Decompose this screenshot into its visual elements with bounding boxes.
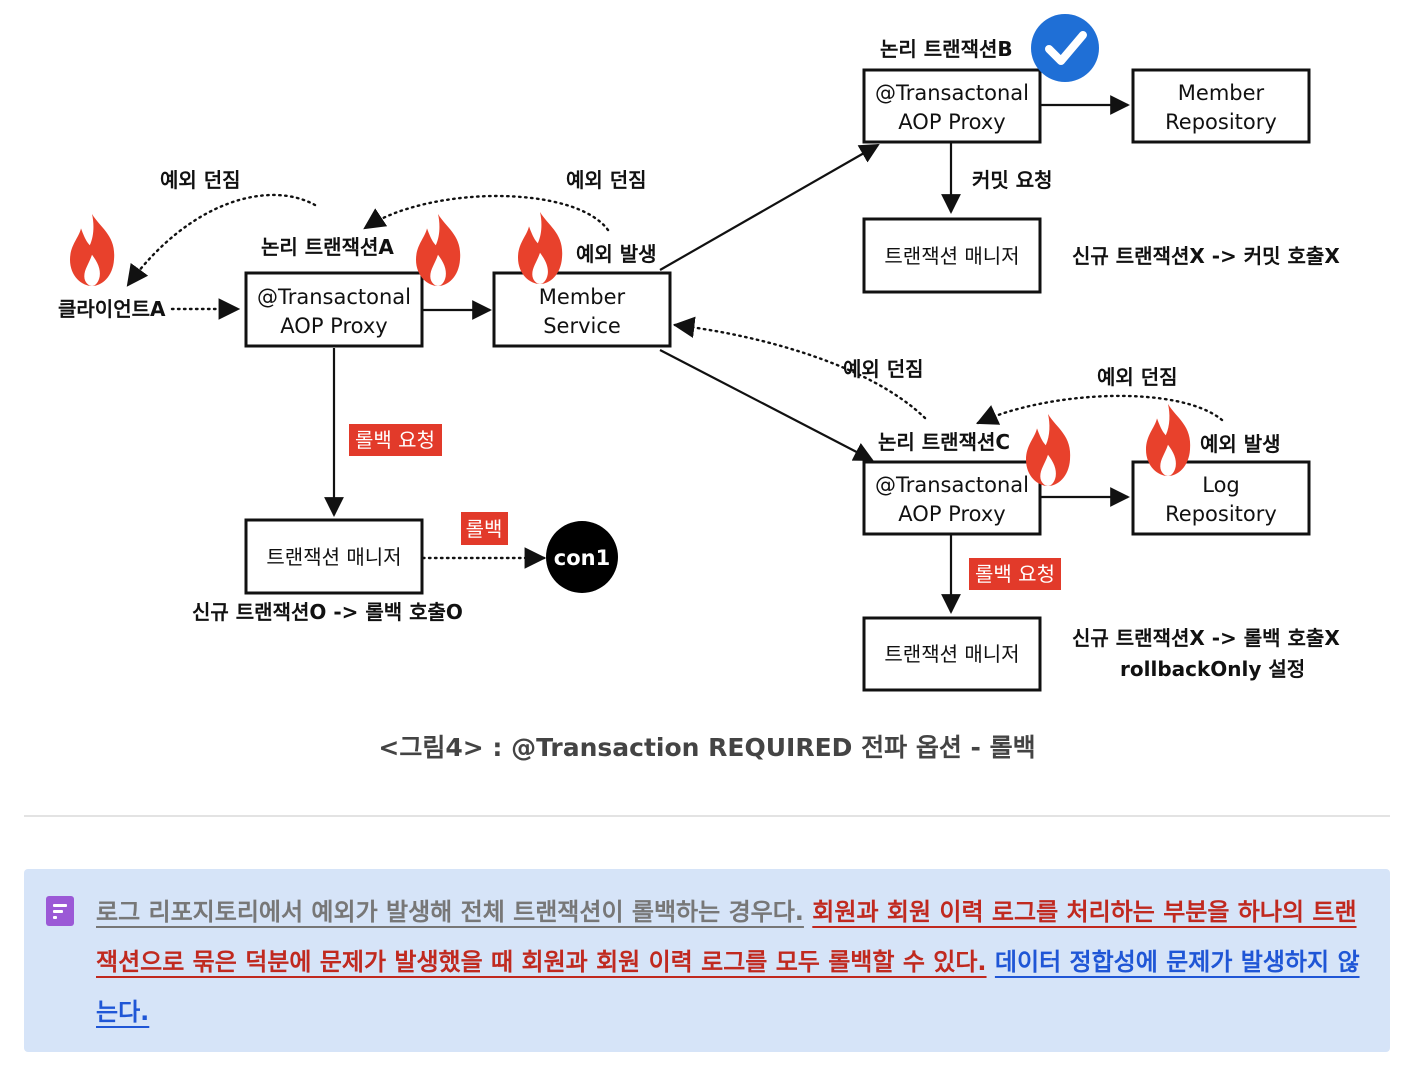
note-text: 로그 리포지토리에서 예외가 발생해 전체 트랜잭션이 롤백하는 경우다. 회원… bbox=[96, 887, 1371, 1037]
member-service-line2: Service bbox=[543, 314, 621, 338]
edge-throw-to-client bbox=[126, 193, 317, 287]
occur-label-log: 예외 발생 bbox=[1200, 432, 1281, 456]
member-repo-line2: Repository bbox=[1165, 110, 1277, 134]
rollback-request-a-badge: 롤백 요청 bbox=[349, 424, 442, 456]
logical-tx-c-label: 논리 트랜잭션C bbox=[878, 430, 1010, 454]
aop-a-line2: AOP Proxy bbox=[280, 314, 387, 338]
aop-proxy-b-box: @Transactonal AOP Proxy bbox=[862, 68, 1042, 144]
rollback-badge: 롤백 bbox=[461, 512, 508, 545]
member-repo-line1: Member bbox=[1178, 81, 1265, 105]
member-service-line1: Member bbox=[539, 285, 626, 309]
edge-service-to-aop-c bbox=[659, 349, 874, 461]
figure-caption: <그림4> : @Transaction REQUIRED 전파 옵션 - 롤백 bbox=[378, 733, 1036, 762]
fire-icon-client bbox=[70, 214, 115, 286]
logical-tx-a-label: 논리 트랜잭션A bbox=[261, 235, 394, 259]
edge-throw-to-aop-c bbox=[976, 394, 1224, 425]
fire-icon-aop-a bbox=[416, 214, 461, 286]
edge-throw-to-aop-a bbox=[363, 194, 610, 232]
tm-c-box: 트랜잭션 매니저 bbox=[862, 616, 1042, 692]
con1-label: con1 bbox=[554, 546, 610, 570]
note-red-text: 회원과 회원 이력 로그를 처리하는 부분을 하나의 트랜잭션으로 묶은 덕분에… bbox=[96, 898, 1357, 976]
aop-c-line1: @Transactonal bbox=[875, 473, 1029, 497]
tm-b-label: 트랜잭션 매니저 bbox=[884, 244, 1019, 268]
throw-label-c-service: 예외 던짐 bbox=[843, 357, 924, 381]
client-a-label: 클라이언트A bbox=[58, 297, 166, 321]
log-repo-line2: Repository bbox=[1165, 502, 1277, 526]
logical-tx-b-label: 논리 트랜잭션B bbox=[880, 37, 1013, 61]
con1-node: con1 bbox=[546, 521, 618, 593]
rollback-request-c-badge: 롤백 요청 bbox=[969, 558, 1061, 590]
fire-icon-aop-c bbox=[1026, 414, 1071, 486]
aop-c-line2: AOP Proxy bbox=[898, 502, 1005, 526]
rollback-text: 롤백 bbox=[466, 517, 503, 541]
memo-icon bbox=[46, 896, 74, 926]
aop-proxy-a-box: @Transactonal AOP Proxy bbox=[244, 271, 424, 348]
tm-c-label: 트랜잭션 매니저 bbox=[884, 642, 1019, 666]
throw-label-log: 예외 던짐 bbox=[1097, 365, 1178, 389]
note-blue-text: 데이터 정합성에 문제가 발생하지 않는다. bbox=[96, 948, 1360, 1026]
divider bbox=[24, 815, 1390, 817]
aop-b-line2: AOP Proxy bbox=[898, 110, 1005, 134]
aop-b-line1: @Transactonal bbox=[875, 81, 1029, 105]
tm-a-box: 트랜잭션 매니저 bbox=[244, 518, 424, 595]
note-callout: 로그 리포지토리에서 예외가 발생해 전체 트랜잭션이 롤백하는 경우다. 회원… bbox=[24, 869, 1390, 1052]
diagram: @Transactonal AOP Proxy Member Service 트… bbox=[58, 14, 1340, 692]
aop-a-line1: @Transactonal bbox=[257, 285, 411, 309]
throw-label-mid: 예외 던짐 bbox=[566, 168, 647, 192]
edge-throw-to-service bbox=[672, 316, 927, 420]
fire-icon-service bbox=[518, 212, 563, 284]
log-repo-line1: Log bbox=[1202, 473, 1240, 497]
new-tx-b-label: 신규 트랜잭션X -> 커밋 호출X bbox=[1072, 244, 1340, 268]
rollback-request-a-text: 롤백 요청 bbox=[355, 428, 435, 452]
new-tx-c-label: 신규 트랜잭션X -> 롤백 호출X bbox=[1072, 626, 1340, 650]
edge-service-to-aop-b bbox=[659, 144, 880, 271]
throw-label-left: 예외 던짐 bbox=[160, 168, 241, 192]
fire-icon-log-repo bbox=[1146, 404, 1191, 476]
aop-proxy-c-box: @Transactonal AOP Proxy bbox=[862, 460, 1042, 536]
member-repository-box: Member Repository bbox=[1131, 68, 1311, 144]
rollback-only-label: rollbackOnly 설정 bbox=[1120, 657, 1305, 681]
note-gray-text: 로그 리포지토리에서 예외가 발생해 전체 트랜잭션이 롤백하는 경우다. bbox=[96, 898, 804, 926]
commit-request-label: 커밋 요청 bbox=[972, 168, 1053, 192]
member-service-box: Member Service bbox=[492, 271, 672, 348]
rollback-request-c-text: 롤백 요청 bbox=[975, 562, 1055, 586]
tm-b-box: 트랜잭션 매니저 bbox=[862, 217, 1042, 294]
check-icon bbox=[1031, 14, 1099, 82]
tm-a-label: 트랜잭션 매니저 bbox=[266, 545, 401, 569]
occur-label-service: 예외 발생 bbox=[576, 242, 657, 266]
new-tx-a-label: 신규 트랜잭션O -> 롤백 호출O bbox=[192, 600, 463, 624]
